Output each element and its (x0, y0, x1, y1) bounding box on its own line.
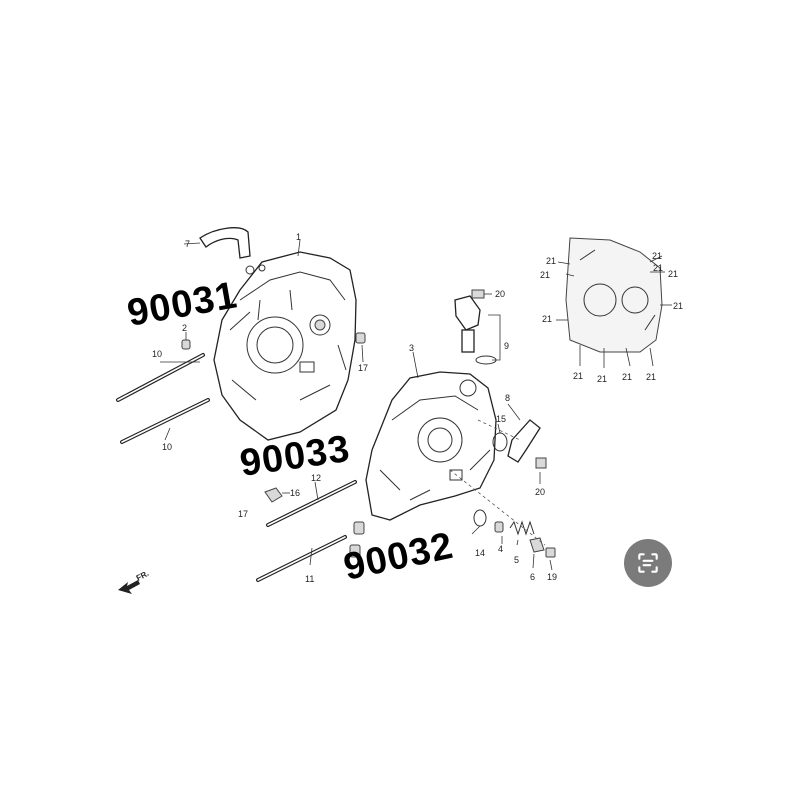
part-number-2: 2 (182, 323, 187, 333)
part-number-10a: 10 (152, 349, 162, 359)
part-number-5: 5 (514, 555, 519, 565)
right-crankcase-part (365, 371, 497, 521)
part-number-10b: 10 (162, 442, 172, 452)
small-parts (160, 239, 672, 571)
part-number-1: 1 (296, 232, 301, 242)
part-number-21: 21 (546, 256, 556, 266)
part-number-20a: 20 (495, 289, 505, 299)
part-number-17b: 17 (238, 509, 248, 519)
part-number-20b: 20 (535, 487, 545, 497)
part-number-labels: 7 1 2 10 10 17 3 20 9 8 15 20 12 16 17 1… (152, 232, 683, 584)
left-crankcase-part (213, 251, 357, 441)
part-number-14: 14 (475, 548, 485, 558)
part-number-21: 21 (668, 269, 678, 279)
front-direction-arrow: FR. (118, 569, 150, 594)
front-label: FR. (135, 569, 151, 583)
part-number-17a: 17 (358, 363, 368, 373)
part-number-11: 11 (305, 574, 314, 584)
reference-number-90033: 90033 (237, 428, 352, 485)
part-number-21: 21 (652, 251, 662, 261)
part-number-21: 21 (653, 263, 663, 273)
part-number-21: 21 (646, 372, 656, 382)
part-number-21: 21 (622, 372, 632, 382)
stud-bolts (116, 353, 357, 582)
part-number-21: 21 (673, 301, 683, 311)
part-number-21: 21 (542, 314, 552, 324)
part-number-7: 7 (185, 239, 190, 249)
part-number-4: 4 (498, 544, 503, 554)
part-number-19: 19 (547, 572, 557, 582)
crankcase-gasket-part (565, 237, 663, 353)
part-number-21: 21 (540, 270, 550, 280)
part-number-12: 12 (311, 473, 321, 483)
lens-scan-button[interactable] (624, 539, 672, 587)
part-number-8: 8 (505, 393, 510, 403)
part-number-15: 15 (496, 414, 506, 424)
part-number-21: 21 (597, 374, 607, 384)
part-number-16: 16 (290, 488, 300, 498)
part-number-6: 6 (530, 572, 535, 582)
breather-tube-part (183, 227, 251, 259)
part-number-9: 9 (504, 341, 509, 351)
part-number-21: 21 (573, 371, 583, 381)
part-number-3: 3 (409, 343, 414, 353)
lens-scan-icon (638, 553, 658, 573)
